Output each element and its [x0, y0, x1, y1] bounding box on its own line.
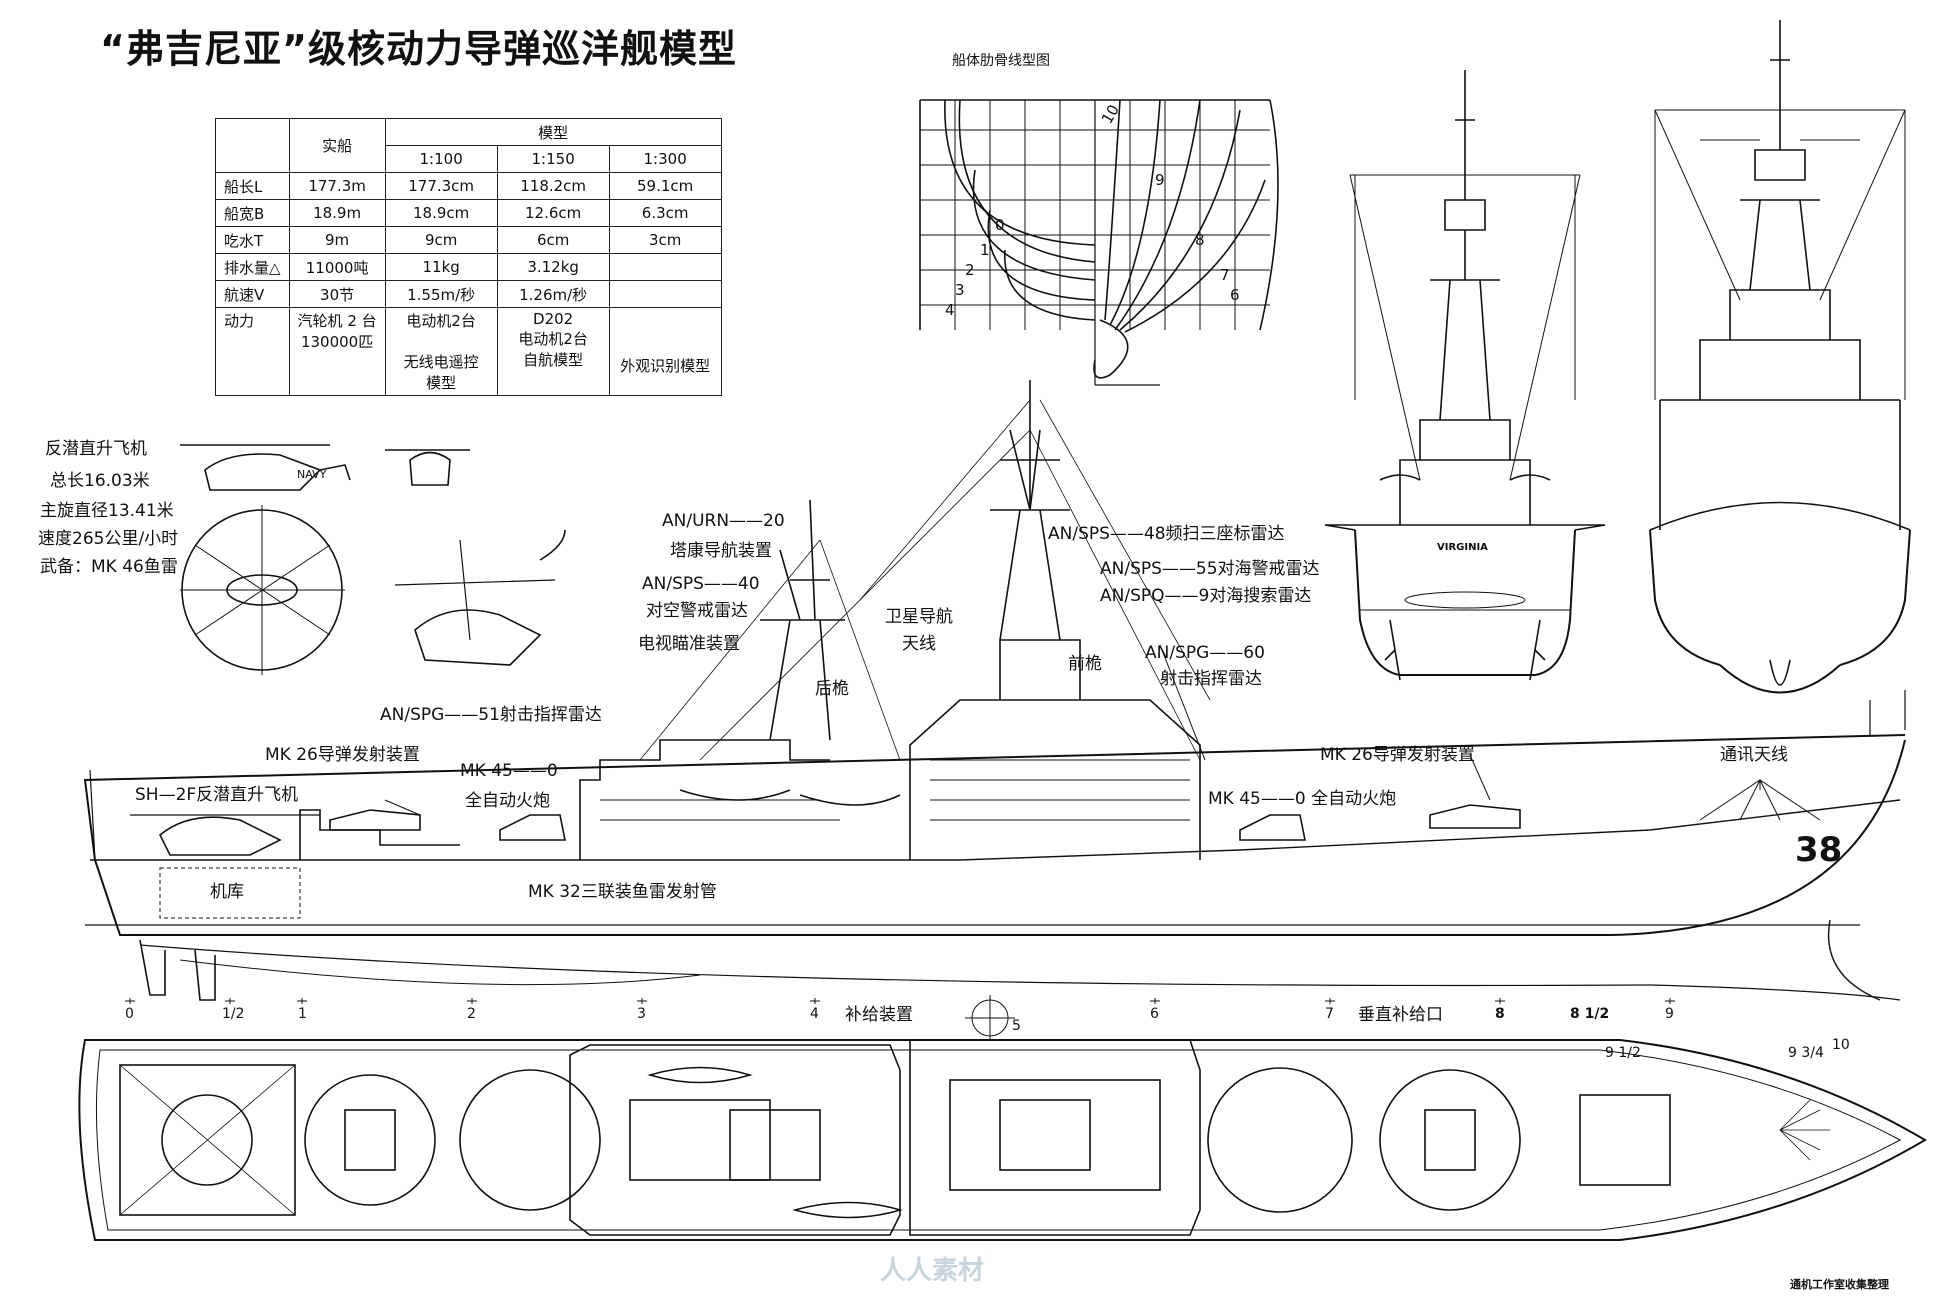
svg-text:2: 2 [965, 261, 975, 279]
svg-text:1: 1 [980, 241, 990, 259]
label-mk26-aft: MK 26导弹发射装置 [265, 745, 420, 765]
table-row: 船宽B 18.9m 18.9cm 12.6cm 6.3cm [215, 199, 722, 227]
heli-name: 反潜直升飞机 [45, 439, 147, 459]
watermark-logo: 人人素材 [880, 1256, 985, 1286]
label-fire-control: 射击指挥雷达 [1160, 669, 1262, 689]
station-8-half: 8 1/2 [1570, 1006, 1610, 1022]
stern-view [1324, 70, 1606, 681]
label-sat-nav-2: 天线 [902, 634, 936, 654]
station-9-3q: 9 3/4 [1788, 1045, 1824, 1061]
label-mk45-aft-1: MK 45——0 [460, 761, 558, 781]
table-row: 船长L 177.3m 177.3cm 118.2cm 59.1cm [215, 172, 722, 200]
label-urn20: AN/URN——20 [662, 511, 785, 531]
heli-navy-mark: NAVY [297, 468, 327, 481]
table-row: 航速V 30节 1.55m/秒 1.26m/秒 [215, 280, 722, 308]
label-sh2f: SH—2F反潜直升飞机 [135, 785, 299, 805]
svg-text:3: 3 [955, 281, 965, 299]
label-hangar: 机库 [210, 882, 244, 902]
svg-text:9: 9 [1155, 171, 1165, 189]
station-5: 5 [1012, 1018, 1021, 1034]
table-row: 吃水T 9m 9cm 6cm 3cm [215, 226, 722, 254]
header-model: 模型 [384, 118, 722, 146]
station-10: 10 [1832, 1037, 1850, 1053]
side-profile [83, 380, 1906, 1001]
lines-plan-title: 船体肋骨线型图 [952, 53, 1050, 69]
station-4: 4 [810, 1006, 819, 1022]
label-vert-replenish: 垂直补给口 [1358, 1005, 1443, 1025]
station-3: 3 [637, 1006, 646, 1022]
station-9-half: 9 1/2 [1605, 1045, 1641, 1061]
label-comm-antenna: 通讯天线 [1720, 745, 1788, 765]
svg-text:4: 4 [945, 301, 955, 319]
station-6: 6 [1150, 1006, 1159, 1022]
station-half: 1/2 [222, 1006, 245, 1022]
label-sat-nav-1: 卫星导航 [885, 607, 953, 627]
label-spg51: AN/SPG——51射击指挥雷达 [380, 705, 602, 725]
label-tv-sight: 电视瞄准装置 [638, 634, 740, 654]
label-sps55: AN/SPS——55对海警戒雷达 [1100, 559, 1320, 579]
station-7: 7 [1325, 1006, 1334, 1022]
credit-text: 通机工作室收集整理 [1790, 1278, 1889, 1291]
station-9: 9 [1665, 1006, 1674, 1022]
label-sps40: AN/SPS——40 [642, 574, 760, 594]
station-2: 2 [467, 1006, 476, 1022]
station-1: 1 [298, 1006, 307, 1022]
label-tacan: 塔康导航装置 [670, 541, 772, 561]
svg-text:0: 0 [995, 216, 1005, 234]
label-mk45-aft-2: 全自动火炮 [465, 791, 550, 811]
hull-number: 38 [1795, 830, 1843, 870]
spec-table: 实船 模型 1:100 1:150 1:300 船长L 177.3m 177.3… [215, 118, 722, 396]
lines-plan [919, 99, 1279, 386]
station-0: 0 [125, 1006, 134, 1022]
label-air-radar: 对空警戒雷达 [646, 601, 748, 621]
page-title: “弗吉尼亚”级核动力导弹巡洋舰模型 [100, 27, 737, 71]
heli-weapon: 武备：MK 46鱼雷 [40, 557, 178, 577]
heli-length: 总长16.03米 [50, 471, 150, 491]
svg-text:6: 6 [1230, 286, 1240, 304]
label-aft-mast: 后桅 [815, 679, 849, 699]
table-row: 排水量△ 11000吨 11kg 3.12kg [215, 253, 722, 281]
heli-rotor: 主旋直径13.41米 [40, 501, 174, 521]
label-sps48: AN/SPS——48频扫三座标雷达 [1048, 524, 1285, 544]
label-mk26-fwd: MK 26导弹发射装置 [1320, 745, 1475, 765]
bow-view [1649, 20, 1911, 694]
scale-300: 1:300 [608, 145, 722, 173]
station-ticks [125, 995, 1675, 1040]
label-spq9: AN/SPQ——9对海搜索雷达 [1100, 586, 1312, 606]
label-fore-mast: 前桅 [1068, 654, 1102, 674]
helicopter-sketches [180, 444, 566, 675]
label-replenish: 补给装置 [845, 1005, 913, 1025]
svg-text:8: 8 [1195, 231, 1205, 249]
label-mk32: MK 32三联装鱼雷发射管 [528, 882, 717, 902]
label-mk45-fwd: MK 45——0 全自动火炮 [1208, 789, 1397, 809]
heli-speed: 速度265公里/小时 [38, 529, 179, 549]
deck-plan [78, 1039, 1927, 1241]
label-spg60: AN/SPG——60 [1145, 643, 1265, 663]
station-8: 8 [1495, 1006, 1505, 1022]
leader-lines [384, 644, 1491, 816]
stern-name: VIRGINIA [1437, 542, 1488, 553]
header-real: 实船 [288, 118, 386, 173]
table-row: 动力 汽轮机 2 台 130000匹 电动机2台 无线电遥控 模型 D202 电… [215, 307, 722, 396]
svg-text:7: 7 [1220, 266, 1230, 284]
